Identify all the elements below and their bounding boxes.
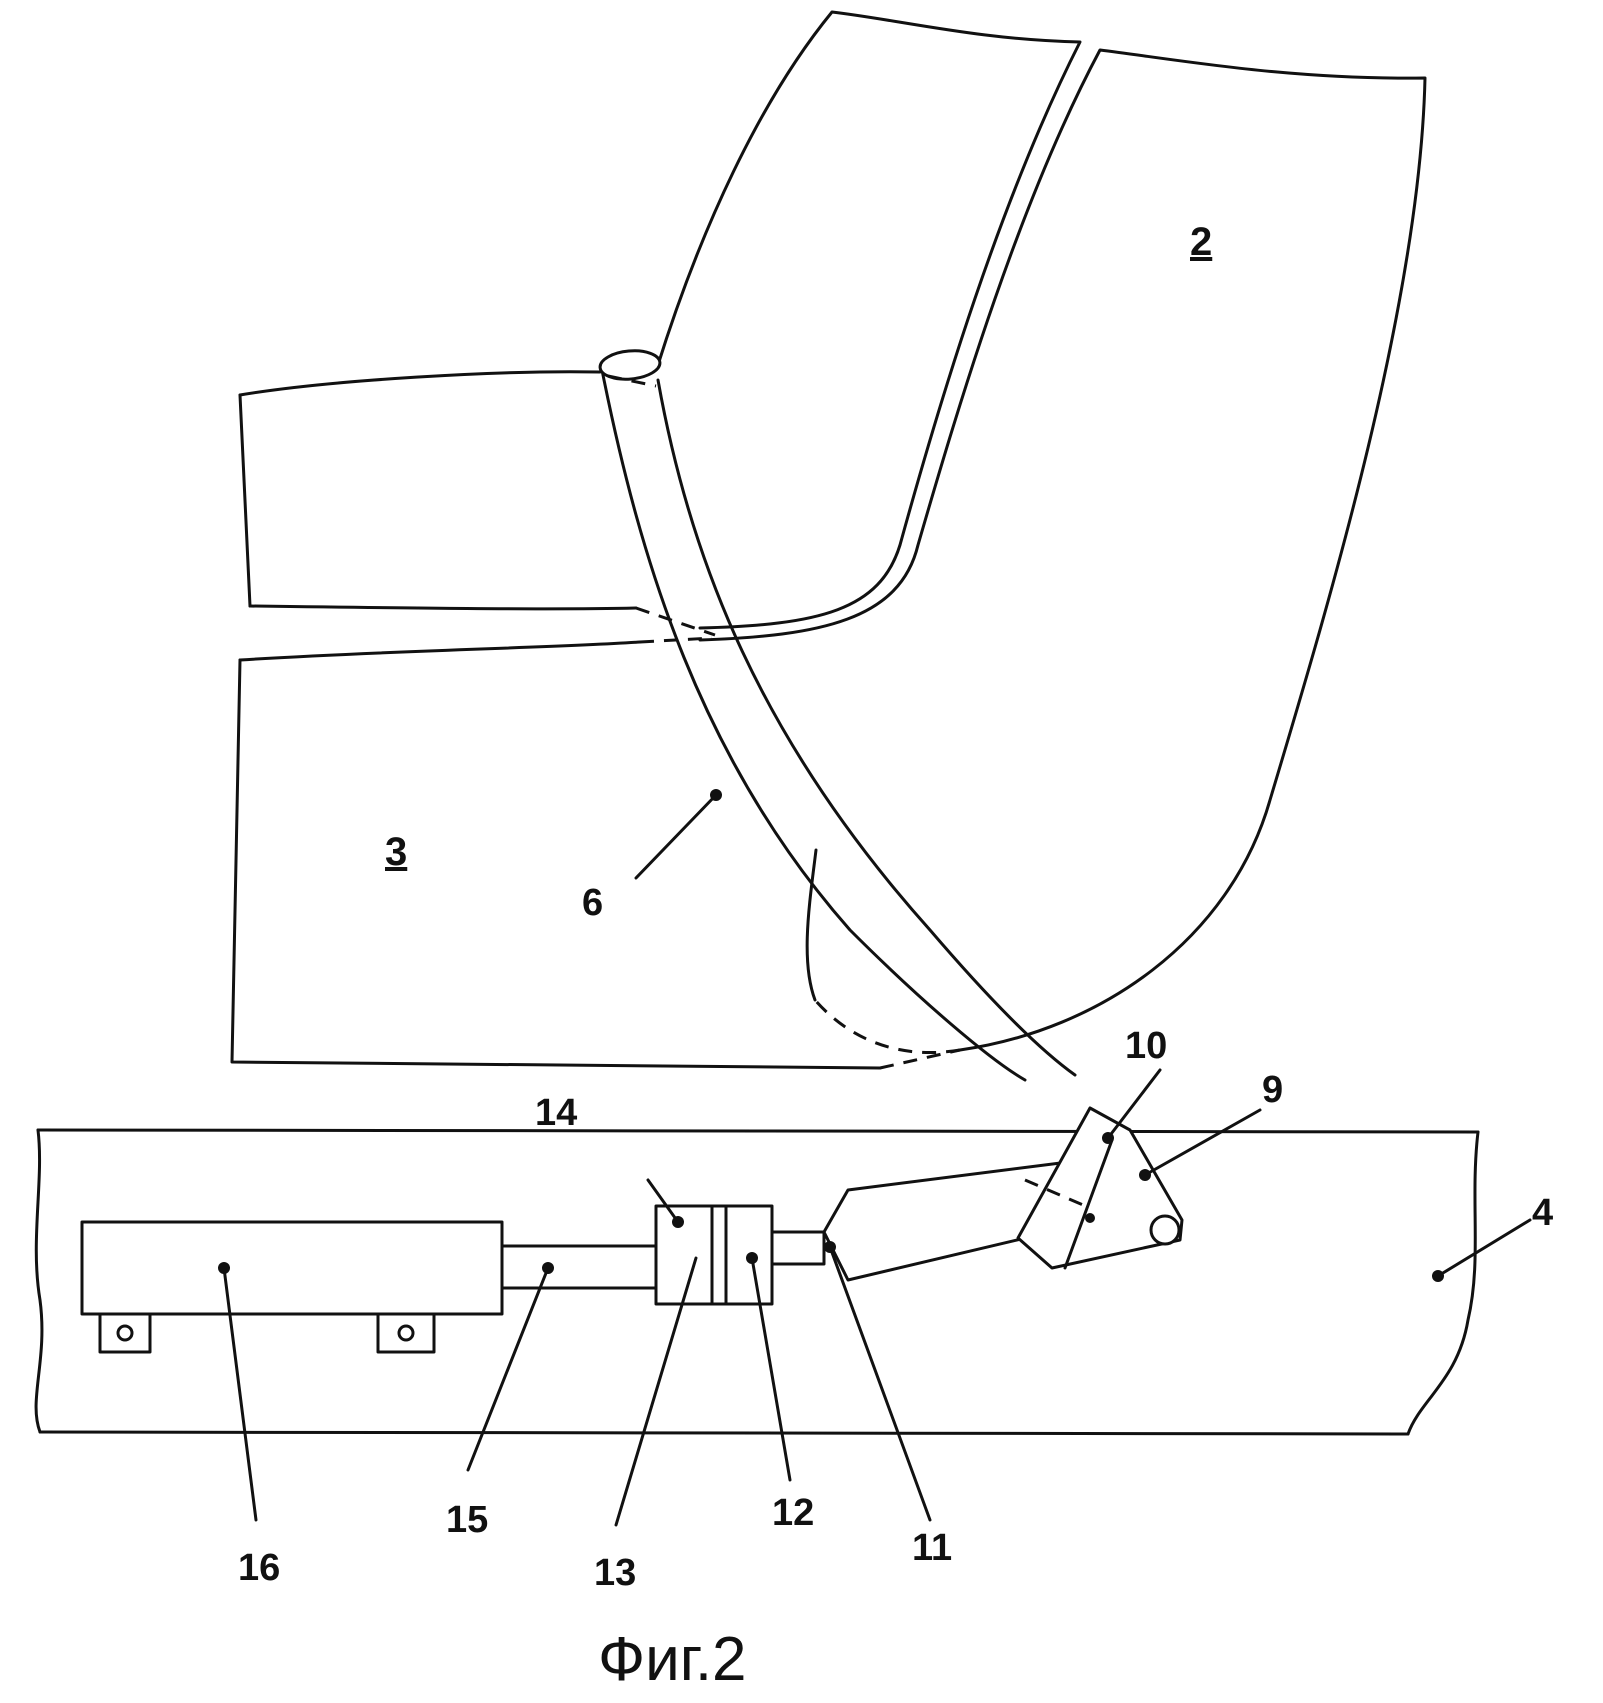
piston-rod-part-15 [500, 1244, 660, 1290]
label-9: 9 [1262, 1069, 1283, 1111]
label-12: 12 [772, 1492, 814, 1534]
leader-lines [222, 793, 1532, 1527]
label-16: 16 [238, 1547, 280, 1589]
seat-back-part-2 [655, 10, 1427, 1055]
label-15: 15 [446, 1499, 488, 1541]
label-3: 3 [385, 830, 407, 874]
label-6: 6 [582, 882, 603, 924]
seat-base-part-3 [230, 636, 961, 1070]
cylinder-part-16 [80, 1220, 504, 1354]
lever-plate-part-9 [1016, 1106, 1184, 1270]
label-11: 11 [912, 1527, 952, 1569]
label-14: 14 [535, 1092, 577, 1134]
seat-cushion-top [238, 370, 716, 637]
label-2: 2 [1190, 220, 1212, 264]
label-13: 13 [594, 1552, 636, 1594]
label-10: 10 [1125, 1025, 1167, 1067]
figure-caption: Фиг.2 [598, 1625, 747, 1694]
floor-plate-part-4 [34, 1128, 1480, 1436]
reference-dots [218, 789, 1444, 1282]
label-4: 4 [1532, 1192, 1553, 1234]
curved-rod-part-6 [598, 349, 1077, 1082]
